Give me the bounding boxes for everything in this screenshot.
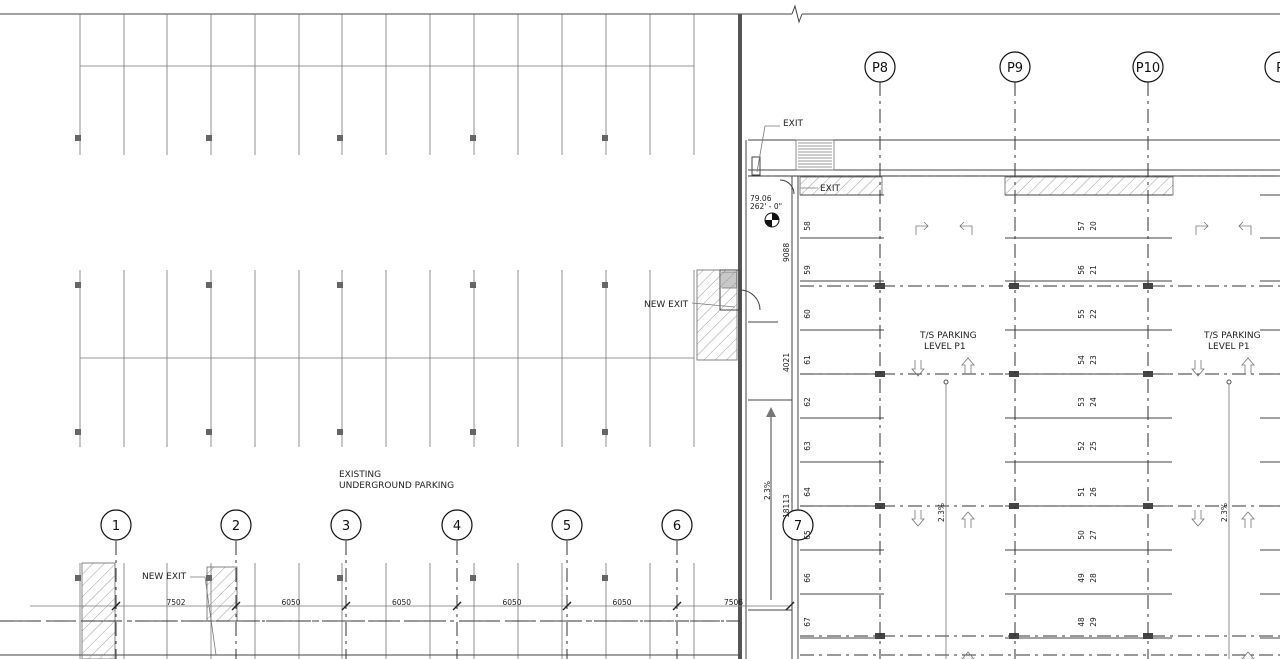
level-label-b: LEVEL P1: [1208, 342, 1250, 352]
stall-number: 63: [803, 441, 812, 451]
building-wall: [0, 14, 1280, 659]
dimension-string: 7502 6050 6050 6050 6050 7506: [30, 598, 795, 611]
stall-number: 26: [1089, 487, 1098, 497]
stall-number: 48: [1077, 617, 1086, 627]
top-border: [0, 4, 1280, 24]
grid-label: P9: [1007, 61, 1023, 76]
door-new-exit: [719, 179, 795, 323]
dim-4021: 4021: [782, 353, 791, 372]
leaders: [190, 125, 818, 656]
grid-bubble-P: [1264, 51, 1280, 83]
grid-bubbles: 1234567P8P9P10P: [100, 51, 1280, 541]
slope-ramp: 2.3%: [763, 481, 772, 500]
dim-9088: 9088: [782, 243, 791, 262]
stall-number: 28: [1089, 573, 1098, 583]
grid-bubble-2: [220, 509, 252, 541]
ts-parking-label-b: T/S PARKING: [1203, 331, 1261, 341]
grid-label: P10: [1136, 61, 1160, 76]
stall-number: 67: [803, 617, 812, 627]
stall-number: 60: [803, 309, 812, 319]
existing-parking-stalls: [75, 14, 695, 659]
turn-arrows: [915, 221, 1252, 235]
stall-number: 50: [1077, 530, 1086, 540]
grid-bubble-3: [330, 509, 362, 541]
grid-lines: [0, 82, 1149, 659]
grid-label: 2: [232, 519, 240, 534]
stall-number: 21: [1089, 265, 1098, 275]
grid-label: 1: [112, 519, 120, 534]
grid-label: 3: [342, 519, 350, 534]
ramp: [748, 176, 799, 659]
dim-18113: 18113: [782, 494, 791, 518]
grid-bubble-1: [100, 509, 132, 541]
stall-number: 54: [1077, 355, 1086, 365]
stall-number: 61: [803, 355, 812, 365]
underground-parking-label: UNDERGROUND PARKING: [339, 481, 454, 491]
stall-number: 22: [1089, 309, 1098, 319]
stall-number: 64: [803, 487, 812, 497]
grid-label: 6: [673, 519, 681, 534]
stall-number: 24: [1089, 397, 1098, 407]
hatched-zones: [81, 176, 1174, 659]
exit-label-top: EXIT: [783, 119, 804, 129]
stall-number: 52: [1077, 441, 1086, 451]
dimension-value: 6050: [392, 598, 411, 607]
stall-number: 62: [803, 397, 812, 407]
stall-number: 59: [803, 265, 812, 275]
grid-label: 7: [794, 519, 802, 534]
dimension-value: 7506: [724, 598, 743, 607]
stall-number: 20: [1089, 221, 1098, 231]
stall-number: 58: [803, 221, 812, 231]
level-label-a: LEVEL P1: [924, 342, 966, 352]
stall-number: 49: [1077, 573, 1086, 583]
stall-number: 57: [1077, 221, 1086, 231]
ts-parking-label-a: T/S PARKING: [919, 331, 977, 341]
grid-bubble-4: [441, 509, 473, 541]
ts-parking-stalls: [748, 175, 1280, 656]
stall-number: 29: [1089, 617, 1098, 627]
dimension-value: 6050: [612, 598, 631, 607]
slope-b: 2.3%: [1220, 503, 1229, 522]
grid-bubble-P8: [864, 51, 896, 83]
grid-bubble-5: [551, 509, 583, 541]
grid-label: P8: [872, 61, 888, 76]
stall-number: 53: [1077, 397, 1086, 407]
dimension-value: 7502: [166, 598, 185, 607]
stall-number: 25: [1089, 441, 1098, 451]
grid-label: 5: [563, 519, 571, 534]
grid-bubble-P9: [999, 51, 1031, 83]
stall-number: 65: [803, 530, 812, 540]
stall-number: 56: [1077, 265, 1086, 275]
grid-bubble-6: [661, 509, 693, 541]
elevation-value: 79.06: [750, 194, 772, 203]
stall-number: 55: [1077, 309, 1086, 319]
grid-label: 4: [453, 519, 461, 534]
elevation-feet: 262' - 0": [750, 202, 782, 211]
slope-indicators: [943, 379, 1232, 659]
new-exit-label-right: NEW EXIT: [644, 300, 689, 310]
new-exit-label-bottom: NEW EXIT: [142, 572, 187, 582]
stall-number: 51: [1077, 487, 1086, 497]
dimension-value: 6050: [502, 598, 521, 607]
grid-bubble-P10: [1132, 51, 1164, 83]
dimension-value: 6050: [281, 598, 300, 607]
stall-number: 27: [1089, 530, 1098, 540]
stall-number: 66: [803, 573, 812, 583]
existing-label: EXISTING: [339, 470, 381, 480]
direction-arrows: [911, 357, 1255, 659]
stall-number: 23: [1089, 355, 1098, 365]
grid-bubble-7: [782, 509, 814, 541]
grid-label: P: [1276, 61, 1280, 76]
survey-marker-icon: [764, 212, 780, 228]
slope-a: 2.3%: [937, 503, 946, 522]
exit-label-mid: EXIT: [820, 184, 841, 194]
stall-numbers: 58 59 60 61 62 63 64 65 66 67 57 56 55 54 53 52 51 50 49 48…: [803, 221, 1098, 627]
